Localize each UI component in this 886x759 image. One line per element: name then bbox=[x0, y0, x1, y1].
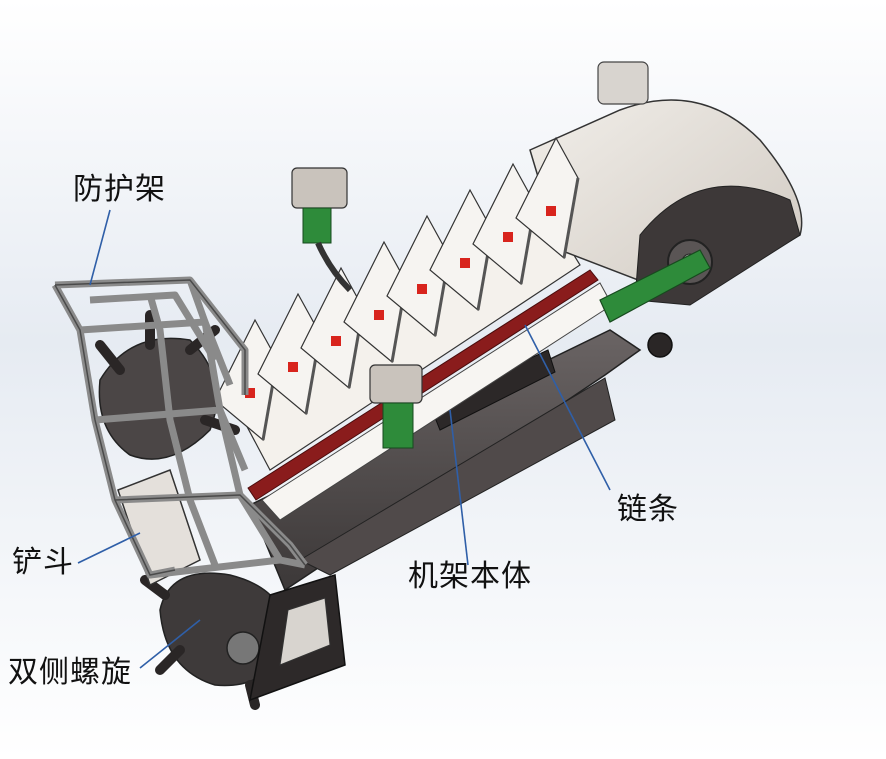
sensor-cable bbox=[315, 241, 353, 293]
leader-shovel-bucket bbox=[77, 532, 141, 564]
bucket-red-marker bbox=[245, 388, 255, 398]
label-chain: 链条 bbox=[617, 492, 679, 527]
bucket-red-marker bbox=[331, 336, 341, 346]
bucket-red-marker bbox=[503, 232, 513, 242]
leader-lines bbox=[77, 209, 611, 669]
label-double-spiral: 双侧螺旋 bbox=[8, 655, 132, 690]
bucket-divider bbox=[562, 177, 580, 259]
small-wheel bbox=[647, 332, 673, 358]
chain-strip bbox=[247, 269, 599, 501]
bucket-red-marker bbox=[546, 206, 556, 216]
label-guard-frame: 防护架 bbox=[73, 172, 166, 207]
leader-double-spiral bbox=[139, 619, 201, 669]
drive-housing bbox=[529, 61, 803, 358]
sensor-head bbox=[291, 167, 348, 209]
label-shovel-bucket: 铲斗 bbox=[12, 545, 74, 580]
bucket-red-marker bbox=[374, 310, 384, 320]
drive-arm bbox=[599, 249, 711, 323]
sensor-post-lower bbox=[369, 364, 423, 449]
motor-cap bbox=[597, 61, 649, 105]
guard-frame-shadow bbox=[54, 279, 306, 576]
sensor-post-upper bbox=[291, 167, 353, 293]
leader-guard-frame bbox=[89, 209, 111, 286]
spiral-auger-upper bbox=[95, 310, 240, 460]
leader-frame-body bbox=[449, 409, 469, 566]
bucket-red-marker bbox=[288, 362, 298, 372]
bucket-row bbox=[214, 136, 580, 442]
sensor-mount bbox=[382, 402, 414, 449]
bucket-red-marker bbox=[417, 284, 427, 294]
sensor-head bbox=[369, 364, 423, 404]
leader-chain bbox=[524, 324, 611, 491]
sensor-mount bbox=[302, 207, 332, 244]
bucket-red-marker bbox=[460, 258, 470, 268]
label-frame-body: 机架本体 bbox=[408, 559, 532, 594]
